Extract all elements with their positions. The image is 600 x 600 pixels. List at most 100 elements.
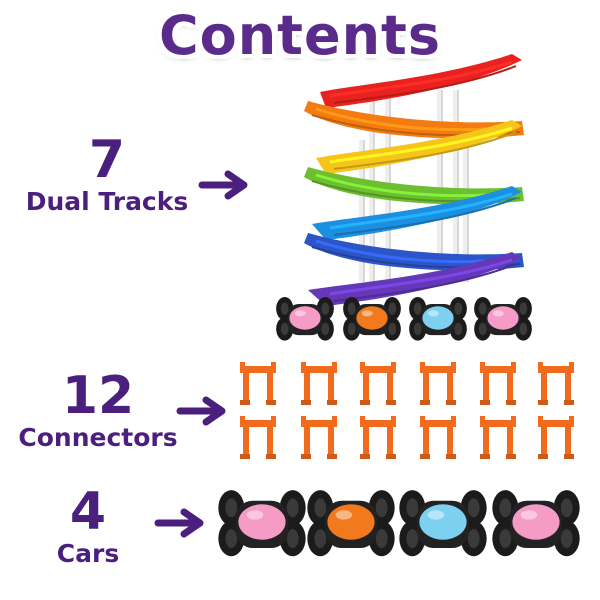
connectors-text: Connectors [18,423,178,452]
cars-label: 4 Cars [38,484,138,568]
car [218,490,306,557]
page-title: Contents [158,4,441,67]
connector-foot [386,400,396,405]
connector-bar [480,366,516,373]
track-highlight [329,258,513,296]
car-body [356,306,388,330]
car-hub [467,529,480,548]
dual-tracks-text: Dual Tracks [25,187,189,216]
track-piece [316,120,522,174]
connector-leg [507,427,513,459]
connector-tab [420,416,425,424]
car [492,490,580,557]
connector-bar [240,420,276,427]
connector-tab [391,362,396,370]
car-hub [225,498,238,518]
car-hub [519,322,528,336]
connector-tab [569,362,574,370]
connector-tab [420,362,425,370]
connector-foot [240,400,250,405]
car-hub [375,498,388,518]
connector-tab [240,362,245,370]
connector-foot [327,400,337,405]
connector-leg [328,373,334,405]
connector-tab [391,416,396,424]
connector-tab [538,416,543,424]
connector-foot [564,400,574,405]
car-hub [286,498,299,518]
track-highlight [329,126,513,164]
connector-tab [538,362,543,370]
car-hub [478,302,487,315]
car-hub [406,529,419,548]
car-hub [413,302,422,315]
connector-foot [420,400,430,405]
connector-leg [387,373,393,405]
connector-leg [483,373,489,405]
car-hub [499,498,512,518]
car-hub [560,498,573,518]
connector-leg [447,373,453,405]
car [343,296,401,341]
car-shine [294,310,306,317]
car-hub [321,322,330,336]
connector-foot [386,454,396,459]
connector-tab [569,416,574,424]
connector-foot [506,400,516,405]
connector-piece [538,416,574,459]
connector-foot [301,400,311,405]
cars-count: 4 [69,482,107,542]
connector-tab [301,362,306,370]
connector-leg [423,427,429,459]
arrow-right-icon [198,170,248,200]
connector-tab [271,416,276,424]
connector-tab [240,416,245,424]
connector-leg [541,373,547,405]
connector-piece [301,362,337,405]
car-shine [361,310,373,317]
car-hub [375,529,388,548]
connector-leg [267,373,273,405]
connector-bar [301,366,337,373]
dual-tracks-label: 7 Dual Tracks [22,132,192,216]
car-shine [427,310,439,317]
car [276,296,334,341]
connector-leg [304,373,310,405]
connector-bar [480,420,516,427]
connector-piece [240,416,276,459]
car-body [419,504,467,540]
connectors-count: 12 [61,366,135,426]
car-hub [388,302,397,315]
track-groove [333,65,517,104]
car-shine [427,510,445,520]
connector-tab [360,416,365,424]
car-hub [467,498,480,518]
connector-bar [360,420,396,427]
connector-piece [480,362,516,405]
connector-foot [480,400,490,405]
track-piece [320,54,522,108]
connector-leg [483,427,489,459]
connector-piece [538,362,574,405]
track-groove [333,197,517,236]
connector-tab [332,416,337,424]
car-shine [492,310,504,317]
car-body [289,306,321,330]
connector-tab [332,362,337,370]
car-hub [454,302,463,315]
connector-foot [480,454,490,459]
car-hub [314,498,327,518]
connector-leg [328,427,334,459]
connector-tab [480,362,485,370]
car-hub [225,529,238,548]
connectors-label: 12 Connectors [18,368,178,452]
car [474,296,532,341]
car-shine [335,510,353,520]
car-hub [406,498,419,518]
dual-tracks-count: 7 [88,130,126,190]
car [307,490,395,557]
connector-piece [420,362,456,405]
connector-tab [451,416,456,424]
